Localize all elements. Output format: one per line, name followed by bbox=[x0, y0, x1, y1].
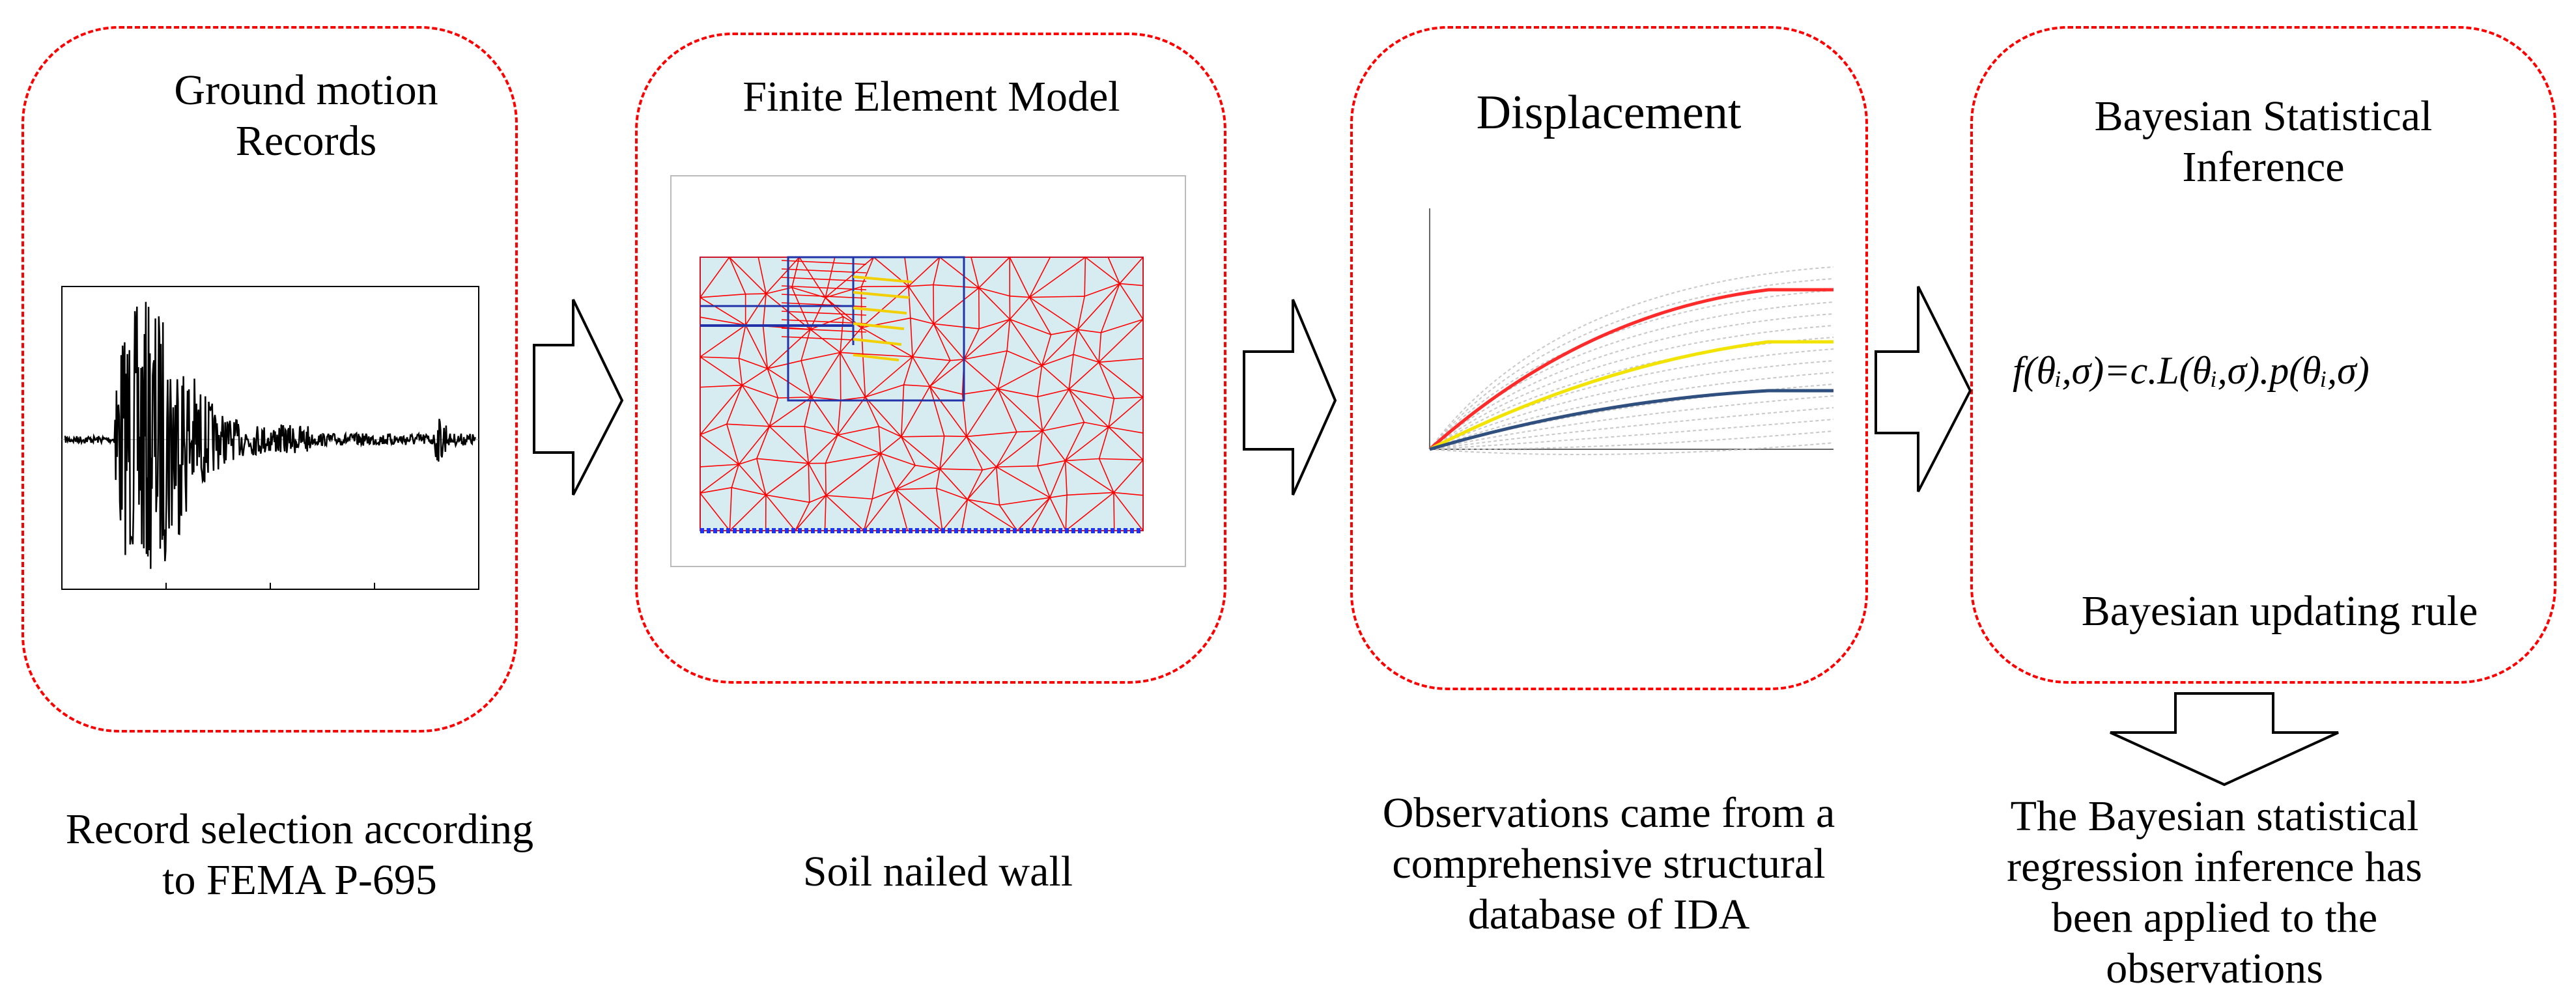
ground-motion-plot bbox=[61, 286, 479, 590]
ground-motion-caption-line2: to FEMA P-695 bbox=[162, 856, 437, 904]
finite-element-caption: Soil nailed wall bbox=[802, 848, 1073, 895]
displacement-caption-line2: comprehensive structural bbox=[1392, 839, 1826, 887]
finite-element-title: Finite Element Model bbox=[743, 73, 1120, 120]
displacement-caption-line1: Observations came from a bbox=[1382, 789, 1835, 837]
bayesian-caption-line3: been applied to the bbox=[2051, 893, 2378, 942]
stage-box-displacement bbox=[1350, 26, 1868, 690]
displacement-title: Displacement bbox=[1476, 86, 1742, 139]
right-arrow-icon bbox=[533, 299, 624, 496]
right-arrow-icon bbox=[1243, 299, 1337, 496]
down-arrow-icon bbox=[2110, 692, 2339, 787]
finite-element-mesh bbox=[670, 175, 1186, 567]
stage-box-bayesian bbox=[1970, 26, 2556, 684]
ida-curves-plot bbox=[1428, 208, 1834, 455]
bayesian-title-line2: Inference bbox=[2182, 143, 2345, 191]
right-arrow-icon bbox=[1875, 286, 1972, 492]
ground-motion-title: Ground motion Records bbox=[117, 65, 495, 167]
bayesian-title: Bayesian Statistical Inference bbox=[2006, 91, 2521, 193]
bayes-formula: f(θᵢ,σ)=c.L(θᵢ,σ).p(θᵢ,σ) bbox=[2013, 349, 2370, 392]
bayesian-caption-line4: observations bbox=[2106, 944, 2323, 992]
ground-motion-title-line2: Records bbox=[235, 117, 377, 165]
displacement-caption: Observations came from a comprehensive s… bbox=[1296, 788, 1921, 940]
stage-box-finite-element bbox=[635, 33, 1226, 684]
ida-curve-median bbox=[1428, 340, 1833, 451]
ground-motion-title-line1: Ground motion bbox=[174, 66, 438, 114]
bayesian-caption-line1: The Bayesian statistical bbox=[2010, 792, 2419, 840]
ida-curve-16th bbox=[1429, 389, 1833, 451]
bayesian-caption: The Bayesian statistical regression infe… bbox=[1928, 791, 2501, 994]
bayesian-title-line1: Bayesian Statistical bbox=[2094, 92, 2433, 140]
stage-box-ground-motion bbox=[21, 26, 518, 733]
ida-curve-84th bbox=[1428, 288, 1833, 451]
bayesian-footer: Bayesian updating rule bbox=[2081, 587, 2478, 635]
ground-motion-caption: Record selection according to FEMA P-695 bbox=[13, 804, 586, 906]
displacement-caption-line3: database of IDA bbox=[1467, 890, 1750, 938]
ground-motion-caption-line1: Record selection according bbox=[65, 805, 534, 853]
bayesian-caption-line2: regression inference has bbox=[2007, 843, 2422, 891]
